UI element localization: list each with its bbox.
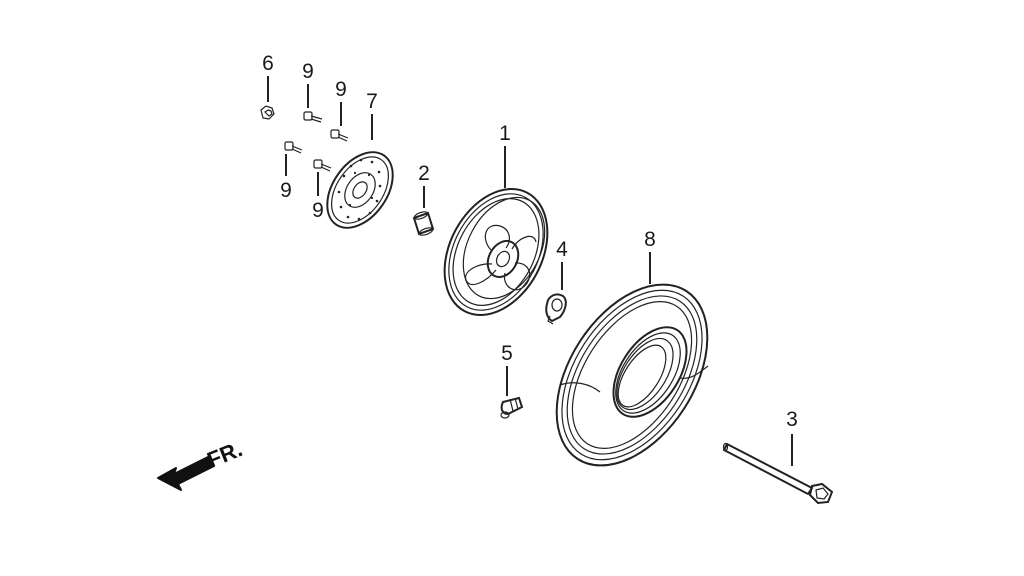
callout-6: 6 (262, 52, 274, 75)
callout-9c: 9 (280, 179, 292, 202)
part-7-brake-disc (326, 151, 394, 229)
part-9-bolt-b (330, 129, 349, 142)
part-9-bolt-a (303, 111, 323, 123)
callout-2: 2 (418, 162, 430, 185)
part-2-collar (412, 211, 435, 236)
callout-5: 5 (501, 342, 513, 365)
part-1-wheel-rim (443, 188, 549, 316)
part-8-tire (555, 283, 709, 467)
part-3-axle (722, 442, 834, 505)
callout-3: 3 (786, 408, 798, 431)
part-4-gear-box (545, 293, 567, 325)
part-5-air-valve (500, 396, 524, 419)
callout-1: 1 (499, 122, 511, 145)
arrow-left-down-icon (157, 455, 215, 491)
part-9-bolt-c (284, 141, 303, 154)
callout-9a: 9 (302, 60, 314, 83)
callout-4: 4 (556, 238, 568, 261)
part-9-bolt-d (313, 159, 332, 172)
callout-7: 7 (366, 90, 378, 113)
part-6-nut (260, 105, 275, 120)
callout-8: 8 (644, 228, 656, 251)
callout-9d: 9 (312, 199, 324, 222)
direction-label: FR. (204, 436, 246, 472)
callout-9b: 9 (335, 78, 347, 101)
